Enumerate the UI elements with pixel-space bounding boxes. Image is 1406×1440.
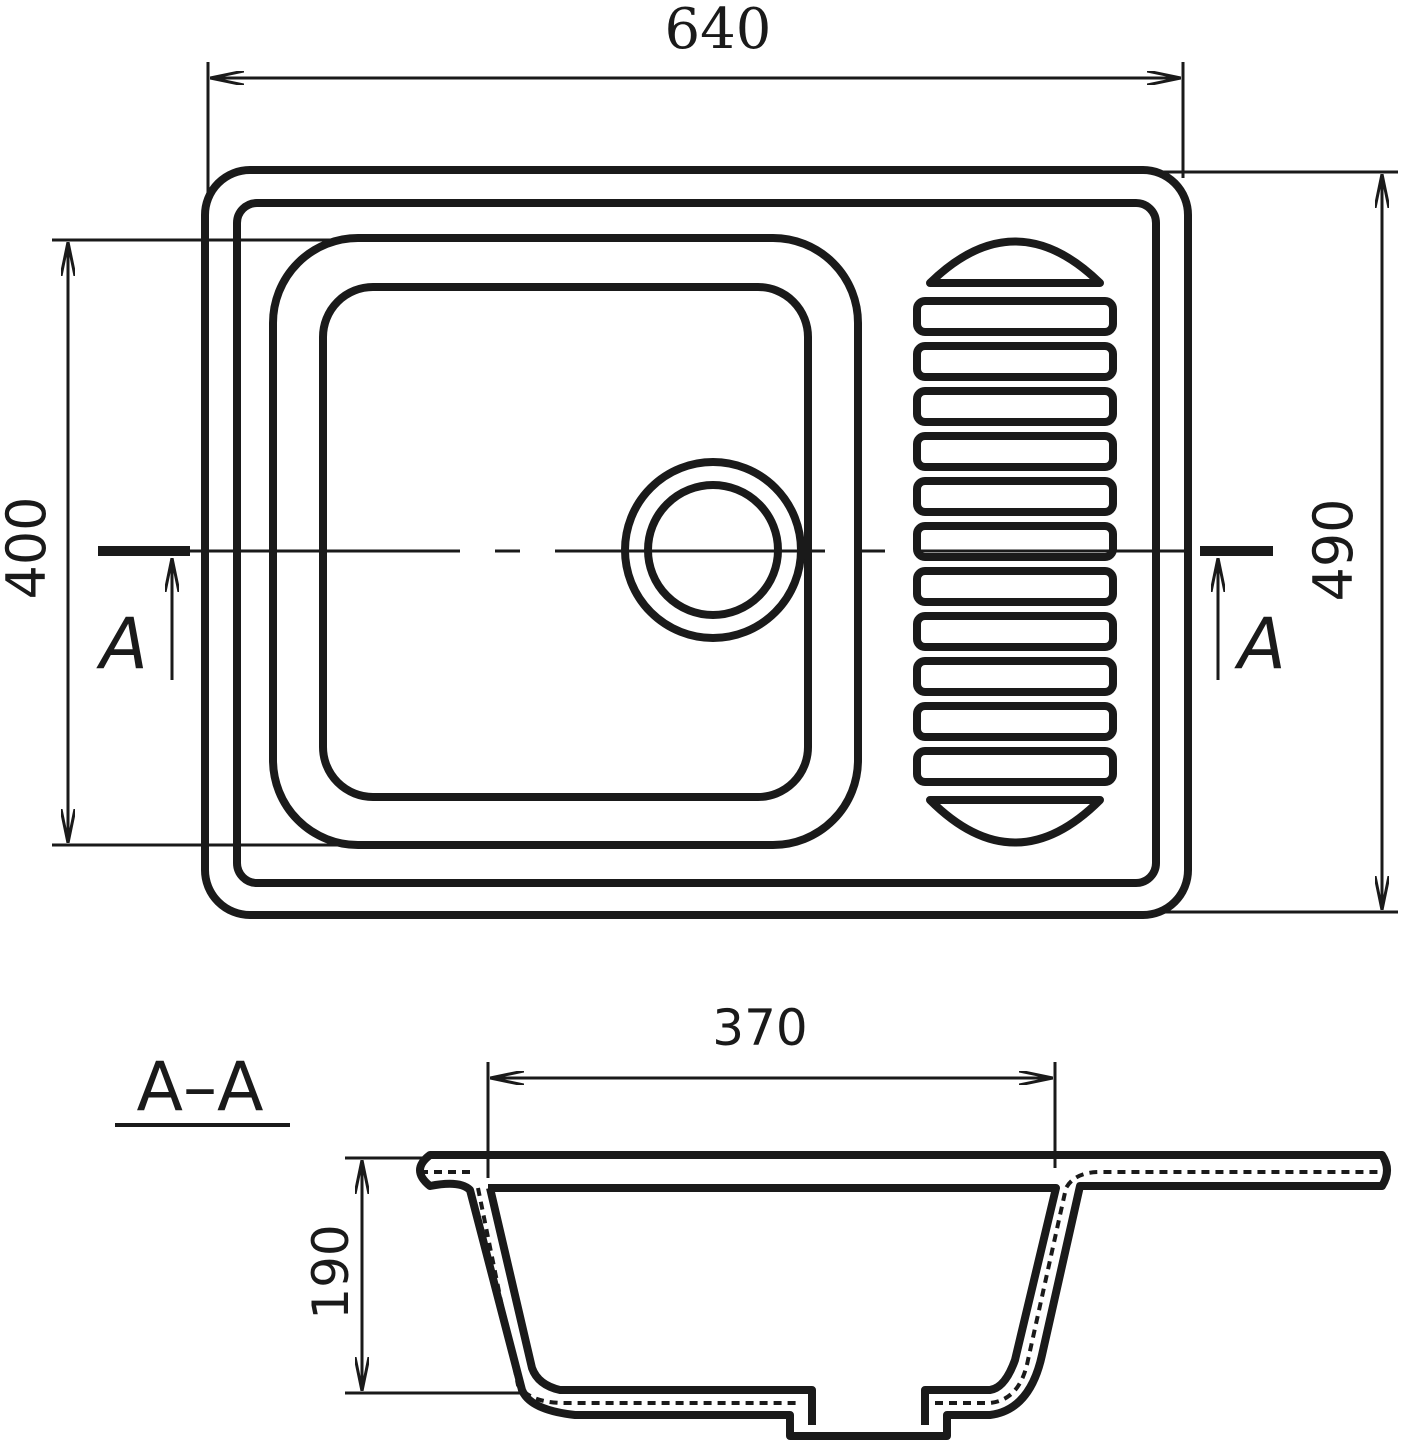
section-hatch bbox=[420, 1170, 1380, 1405]
drainboard-rib bbox=[913, 477, 1117, 516]
drainboard-ribs bbox=[913, 237, 1117, 847]
bowl-inner-outline bbox=[319, 283, 812, 801]
drainboard-rib bbox=[913, 432, 1117, 471]
sink-profile-outer bbox=[416, 1151, 1391, 1440]
drainboard-rib bbox=[913, 612, 1117, 651]
dimension-label-370: 370 bbox=[712, 999, 807, 1057]
section-line-a-a: A A bbox=[96, 546, 1286, 685]
drainboard-rib bbox=[913, 747, 1117, 786]
section-marker-right: A bbox=[1234, 603, 1286, 685]
drainboard-rib bbox=[913, 657, 1117, 696]
sink-profile-inner bbox=[486, 1184, 1060, 1425]
section-view: A–A 370 190 bbox=[115, 999, 1391, 1440]
drainboard-bottom-cap bbox=[926, 796, 1104, 847]
dimension-bowl-height: 190 bbox=[302, 1156, 520, 1395]
drainboard-rib bbox=[913, 522, 1117, 561]
drainboard-rib bbox=[913, 702, 1117, 741]
sink-outer-outline bbox=[201, 166, 1192, 919]
dimension-bowl-width: 370 bbox=[486, 999, 1057, 1178]
plan-view: A A 640 490 400 bbox=[0, 0, 1398, 919]
dimension-overall-depth: 490 bbox=[1160, 170, 1398, 914]
dimension-bowl-depth: 400 bbox=[0, 238, 355, 847]
dimension-label-190: 190 bbox=[302, 1224, 360, 1319]
dimension-label-400: 400 bbox=[0, 496, 58, 599]
drainboard-rib bbox=[913, 567, 1117, 606]
bowl-outer-outline bbox=[269, 234, 862, 849]
drainboard-top-cap bbox=[926, 237, 1104, 287]
dimension-overall-width: 640 bbox=[206, 0, 1185, 195]
section-title: A–A bbox=[136, 1048, 263, 1127]
sink-inner-rim bbox=[233, 199, 1160, 887]
drainboard-rib bbox=[913, 342, 1117, 381]
section-marker-left: A bbox=[96, 603, 148, 685]
drainboard-rib bbox=[913, 387, 1117, 426]
drainboard-rib bbox=[913, 297, 1117, 336]
dimension-label-640: 640 bbox=[665, 0, 772, 62]
dimension-label-490: 490 bbox=[1302, 498, 1365, 601]
